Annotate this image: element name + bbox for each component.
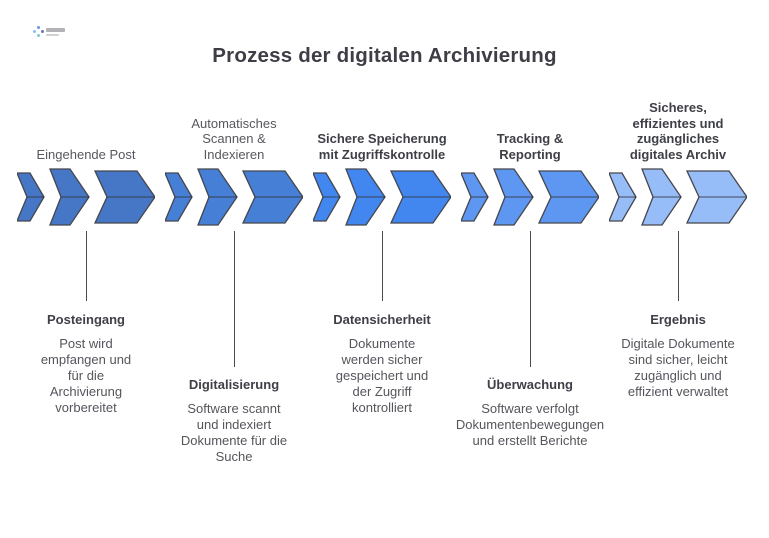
stage-column-4: Tracking & Reporting Überwachung Softwar… — [456, 0, 604, 538]
stage-detail-body: Post wird empfangen und für die Archivie… — [40, 336, 132, 415]
stage-detail-title: Ergebnis — [650, 312, 706, 327]
chevron-arrows-icon — [461, 168, 599, 226]
stage-top-label: Automatisches Scannen & Indexieren — [191, 115, 277, 162]
stage-detail-body: Software verfolgt Dokumentenbewegungen u… — [455, 401, 605, 448]
stage-detail-title: Überwachung — [487, 377, 573, 392]
stage-detail-title: Datensicherheit — [333, 312, 431, 327]
stage-detail-title: Posteingang — [46, 312, 125, 327]
chevron-arrows-icon — [609, 168, 747, 226]
connector-line — [381, 231, 383, 301]
stage-top-label-wrap: Eingehende Post — [12, 90, 160, 162]
stage-top-label: Sichere Speicherung mit Zugriffskontroll… — [317, 131, 447, 162]
stage-detail-title: Digitalisierung — [188, 377, 280, 392]
stage-detail: Ergebnis Digitale Dokumente sind sicher,… — [604, 312, 752, 400]
stage-detail: Überwachung Software verfolgt Dokumenten… — [456, 377, 604, 449]
connector-line — [677, 231, 679, 301]
stage-column-1: Eingehende Post Posteingang Post wird em… — [12, 0, 160, 538]
stage-column-3: Sichere Speicherung mit Zugriffskontroll… — [308, 0, 456, 538]
stage-top-label: Sicheres, effizientes und zugängliches d… — [629, 100, 727, 162]
page-title: Prozess der digitalen Archivierung — [212, 44, 557, 67]
brand-logo — [33, 25, 67, 40]
stage-detail-body: Dokumente werden sicher gespeichert und … — [335, 336, 429, 415]
stage-column-2: Automatisches Scannen & Indexieren Digit… — [160, 0, 308, 538]
stage-top-label-wrap: Tracking & Reporting — [456, 90, 604, 162]
chevron-arrows-icon — [313, 168, 451, 226]
stage-top-label-wrap: Automatisches Scannen & Indexieren — [160, 90, 308, 162]
stage-detail: Datensicherheit Dokumente werden sicher … — [308, 312, 456, 416]
stage-top-label-wrap: Sicheres, effizientes und zugängliches d… — [604, 90, 752, 162]
stage-detail-body: Digitale Dokumente sind sicher, leicht z… — [621, 336, 735, 399]
stage-detail: Posteingang Post wird empfangen und für … — [12, 312, 160, 416]
dots-logo-icon — [33, 26, 44, 37]
connector-line — [233, 231, 235, 367]
chevron-arrows-icon — [17, 168, 155, 226]
stage-detail: Digitalisierung Software scannt und inde… — [160, 377, 308, 465]
stage-top-label: Eingehende Post — [36, 146, 136, 162]
logo-text-smudge — [46, 28, 65, 32]
connector-line — [529, 231, 531, 367]
stage-column-5: Sicheres, effizientes und zugängliches d… — [604, 0, 752, 538]
logo-text-smudge — [46, 34, 59, 36]
connector-line — [85, 231, 87, 301]
stage-detail-body: Software scannt und indexiert Dokumente … — [180, 401, 288, 464]
chevron-arrows-icon — [165, 168, 303, 226]
stage-top-label-wrap: Sichere Speicherung mit Zugriffskontroll… — [308, 90, 456, 162]
stage-top-label: Tracking & Reporting — [496, 131, 564, 162]
